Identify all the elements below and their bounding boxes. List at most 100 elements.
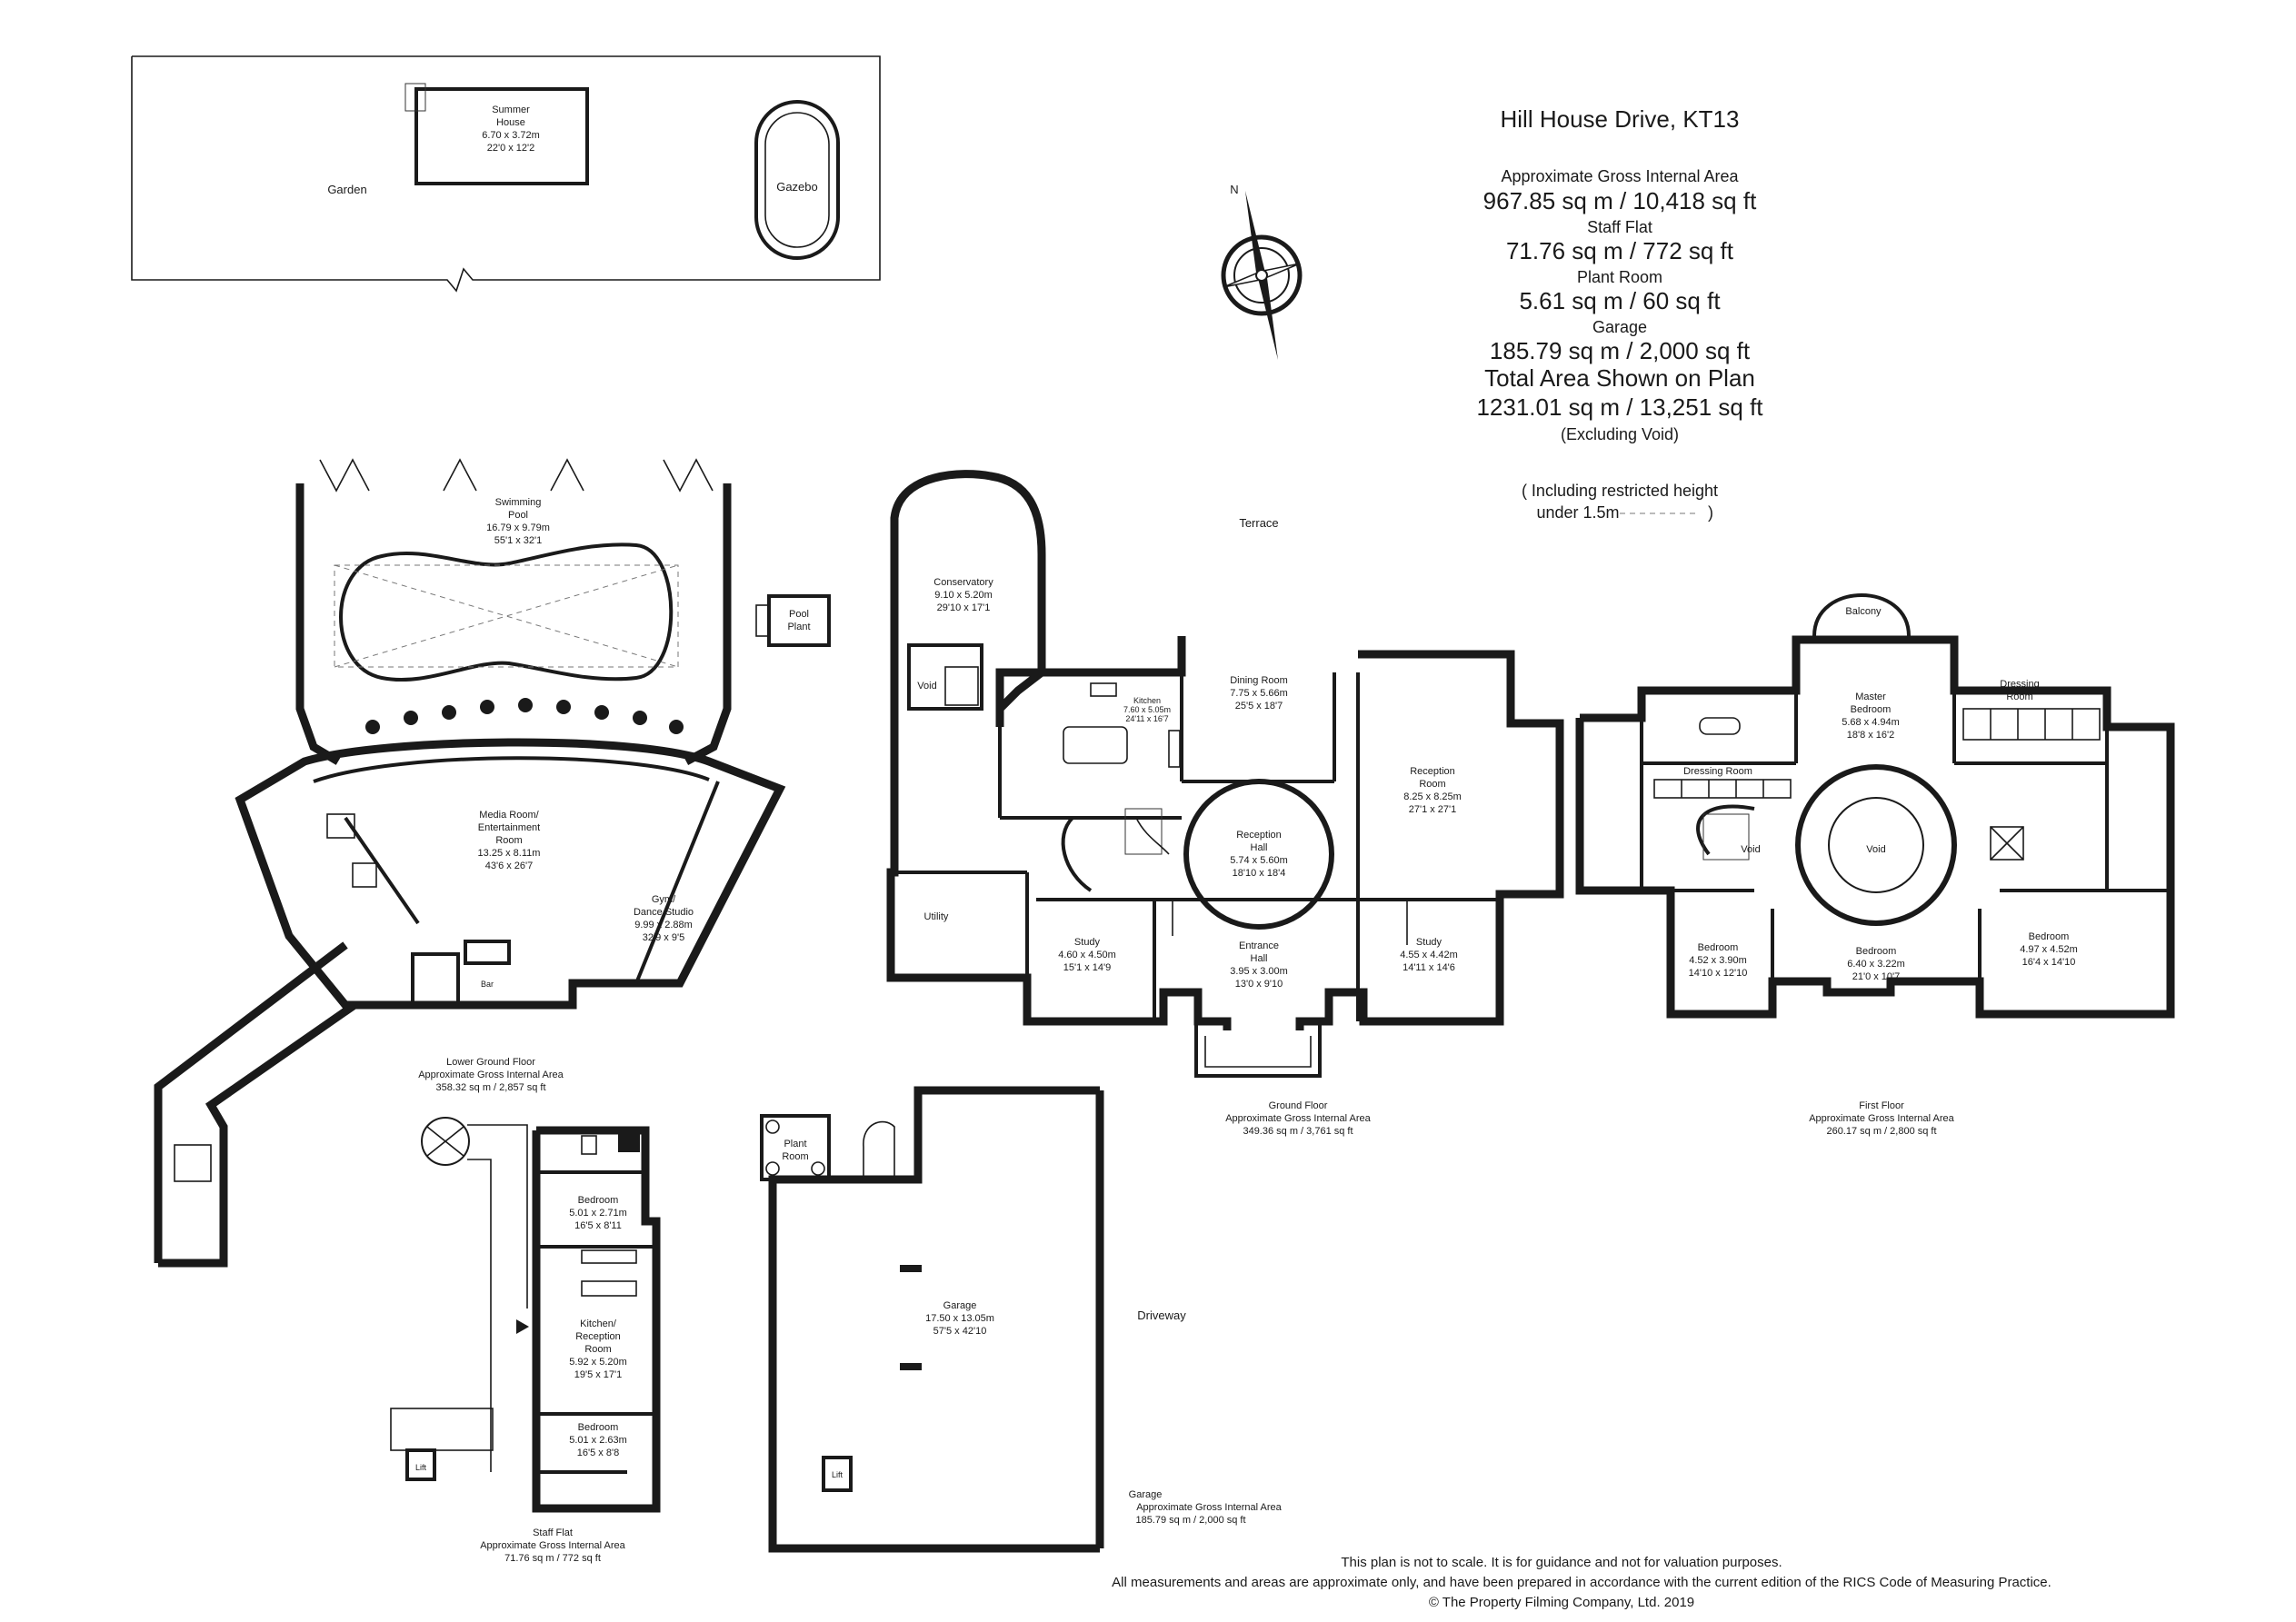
first-floor-gallery: [1795, 764, 1957, 926]
garage-west-wall: [768, 1114, 1100, 1553]
lower-stair: [174, 1144, 212, 1182]
ground-caption-2: Approximate Gross Internal Area: [1225, 1113, 1371, 1124]
kitchen-sink: [1090, 682, 1117, 697]
kitchen-name: Kitchen: [1133, 696, 1161, 705]
garage-area-value: 185.79 sq m / 2,000 sq ft: [1490, 337, 1751, 364]
driveway-label: Driveway: [1137, 1309, 1186, 1322]
study-right-imperial: 14'11 x 14'6: [1403, 962, 1455, 973]
restricted-height-note-3: ): [1708, 503, 1713, 522]
plant-room-label: Plant Room: [1577, 268, 1662, 286]
corridor-east-wall: [158, 1001, 357, 1268]
ground-curved-stair-wall: [1061, 816, 1093, 892]
dining-name: Dining Room: [1230, 675, 1288, 686]
first-stair: [1702, 813, 1750, 861]
staff-flat-wc: [581, 1135, 597, 1155]
disclaimer-line-2: All measurements and areas are approxima…: [1112, 1575, 2051, 1590]
staff-bedroom-bottom-metric: 5.01 x 2.63m: [569, 1435, 627, 1446]
master-bedroom-imperial: 18'8 x 16'2: [1847, 730, 1895, 741]
staff-flat-kitchen-counter: [581, 1249, 637, 1264]
entrance-hall-name-2: Hall: [1251, 953, 1268, 964]
entrance-hall-name-1: Entrance: [1239, 940, 1279, 951]
staff-flat: Lift Bedroom 5.01 x 2.71m 16'5 x 8'11 Ki…: [390, 1117, 661, 1564]
reception-hall-imperial: 18'10 x 18'4: [1233, 868, 1286, 879]
plant-room-value: 5.61 sq m / 60 sq ft: [1519, 287, 1721, 314]
bar-counter: [464, 940, 511, 965]
kitchen-metric: 7.60 x 5.05m: [1123, 705, 1171, 714]
pool-cover-outline: [334, 564, 679, 668]
ground-east-wall: [1295, 650, 1564, 1030]
gia-label: Approximate Gross Internal Area: [1501, 167, 1739, 185]
pool-name-2: Pool: [508, 510, 528, 521]
dressing-left-label: Dressing Room: [1683, 766, 1752, 777]
garage-caption-3: 185.79 sq m / 2,000 sq ft: [1135, 1515, 1245, 1526]
restricted-height-note-1: ( Including restricted height: [1522, 482, 1718, 500]
staff-kitchen-imperial: 19'5 x 17'1: [574, 1369, 623, 1380]
area-summary: Hill House Drive, KT13 Approximate Gross…: [1476, 105, 1763, 522]
garage-caption-2: Approximate Gross Internal Area: [1136, 1502, 1282, 1513]
entrance-porch: [1194, 1021, 1322, 1078]
staff-flat-outline: [532, 1126, 661, 1513]
bedroom-1-imperial: 14'10 x 12'10: [1689, 968, 1748, 979]
dining-imperial: 25'5 x 18'7: [1235, 701, 1283, 711]
garage-spiral-stair: [863, 1120, 895, 1180]
reception-room-name-1: Reception: [1410, 766, 1455, 777]
first-caption-1: First Floor: [1859, 1100, 1904, 1111]
excluding-void-note: (Excluding Void): [1561, 425, 1679, 443]
balcony-label: Balcony: [1845, 606, 1882, 617]
study-left-metric: 4.60 x 4.50m: [1058, 950, 1116, 960]
bedroom-2-imperial: 21'0 x 10'7: [1852, 971, 1901, 982]
staff-bedroom-top-imperial: 16'5 x 8'11: [574, 1220, 622, 1231]
media-room-name-1: Media Room/: [479, 810, 539, 821]
summer-house-metric: 6.70 x 3.72m: [482, 130, 540, 141]
bedroom-3-metric: 4.97 x 4.52m: [2020, 944, 2078, 955]
wardrobes-left: [1653, 779, 1792, 799]
bifold-door-3: [550, 458, 584, 492]
wc-room: [411, 952, 460, 1007]
gazebo-label: Gazebo: [776, 180, 818, 194]
garage-name: Garage: [943, 1300, 977, 1311]
master-bedroom-name-2: Bedroom: [1851, 704, 1892, 715]
void-circle: [1828, 797, 1924, 893]
staff-bedroom-top-metric: 5.01 x 2.71m: [569, 1208, 627, 1219]
conservatory-outline: [890, 470, 1046, 736]
garage-imperial: 57'5 x 42'10: [933, 1326, 987, 1337]
bar-label: Bar: [481, 980, 494, 989]
reception-hall-metric: 5.74 x 5.60m: [1230, 855, 1288, 866]
ground-north-wall: [995, 636, 1186, 727]
first-caption-3: 260.17 sq m / 2,800 sq ft: [1826, 1126, 1936, 1137]
first-caption-2: Approximate Gross Internal Area: [1809, 1113, 1954, 1124]
garden-label: Garden: [327, 183, 366, 196]
study-right-name: Study: [1416, 937, 1442, 948]
gia-value: 967.85 sq m / 10,418 sq ft: [1483, 187, 1757, 214]
disclaimer: This plan is not to scale. It is for gui…: [1112, 1555, 2051, 1610]
garage: Plant Room Lift Garage 17.50 x 13.05m 57…: [760, 1086, 1283, 1553]
staff-kitchen-name-2: Reception: [575, 1331, 621, 1342]
bifold-door-4: [663, 458, 714, 493]
kitchen-island: [1063, 726, 1128, 764]
ground-floor: Terrace Void Conservatory 9.10 x 5.20m 2…: [886, 470, 1564, 1137]
reception-room-imperial: 27'1 x 27'1: [1409, 804, 1457, 815]
plant-room-label-2: Room: [782, 1151, 808, 1162]
staff-kitchen-metric: 5.92 x 5.20m: [569, 1357, 627, 1368]
bathtub: [1699, 717, 1741, 735]
pool-metric: 16.79 x 9.79m: [486, 522, 550, 533]
media-room-name-2: Entertainment: [478, 822, 540, 833]
ground-west-wall: [886, 736, 1232, 1030]
pool-plant-room: [767, 594, 831, 647]
copyright-line: © The Property Filming Company, Ltd. 201…: [1429, 1595, 1694, 1610]
swimming-pool-outline: [339, 542, 674, 682]
pool-plant-label-2: Plant: [787, 622, 810, 632]
media-room-name-3: Room: [495, 835, 522, 846]
garden-area: Garden Summer House 6.70 x 3.72m 22'0 x …: [131, 55, 881, 293]
study-right-metric: 4.55 x 4.42m: [1400, 950, 1458, 960]
gym-metric: 9.99 x 2.88m: [634, 920, 693, 930]
staff-flat-lift-area: [390, 1408, 494, 1451]
reception-room-metric: 8.25 x 8.25m: [1403, 791, 1462, 802]
reception-hall-name-2: Hall: [1251, 842, 1268, 853]
garage-metric: 17.50 x 13.05m: [925, 1313, 994, 1324]
garden-boundary: [131, 55, 881, 293]
total-area-label: Total Area Shown on Plan: [1484, 364, 1755, 392]
skylight-void: [1990, 826, 2024, 861]
wardrobes-right: [1962, 708, 2101, 741]
bifold-door-2: [443, 458, 477, 492]
